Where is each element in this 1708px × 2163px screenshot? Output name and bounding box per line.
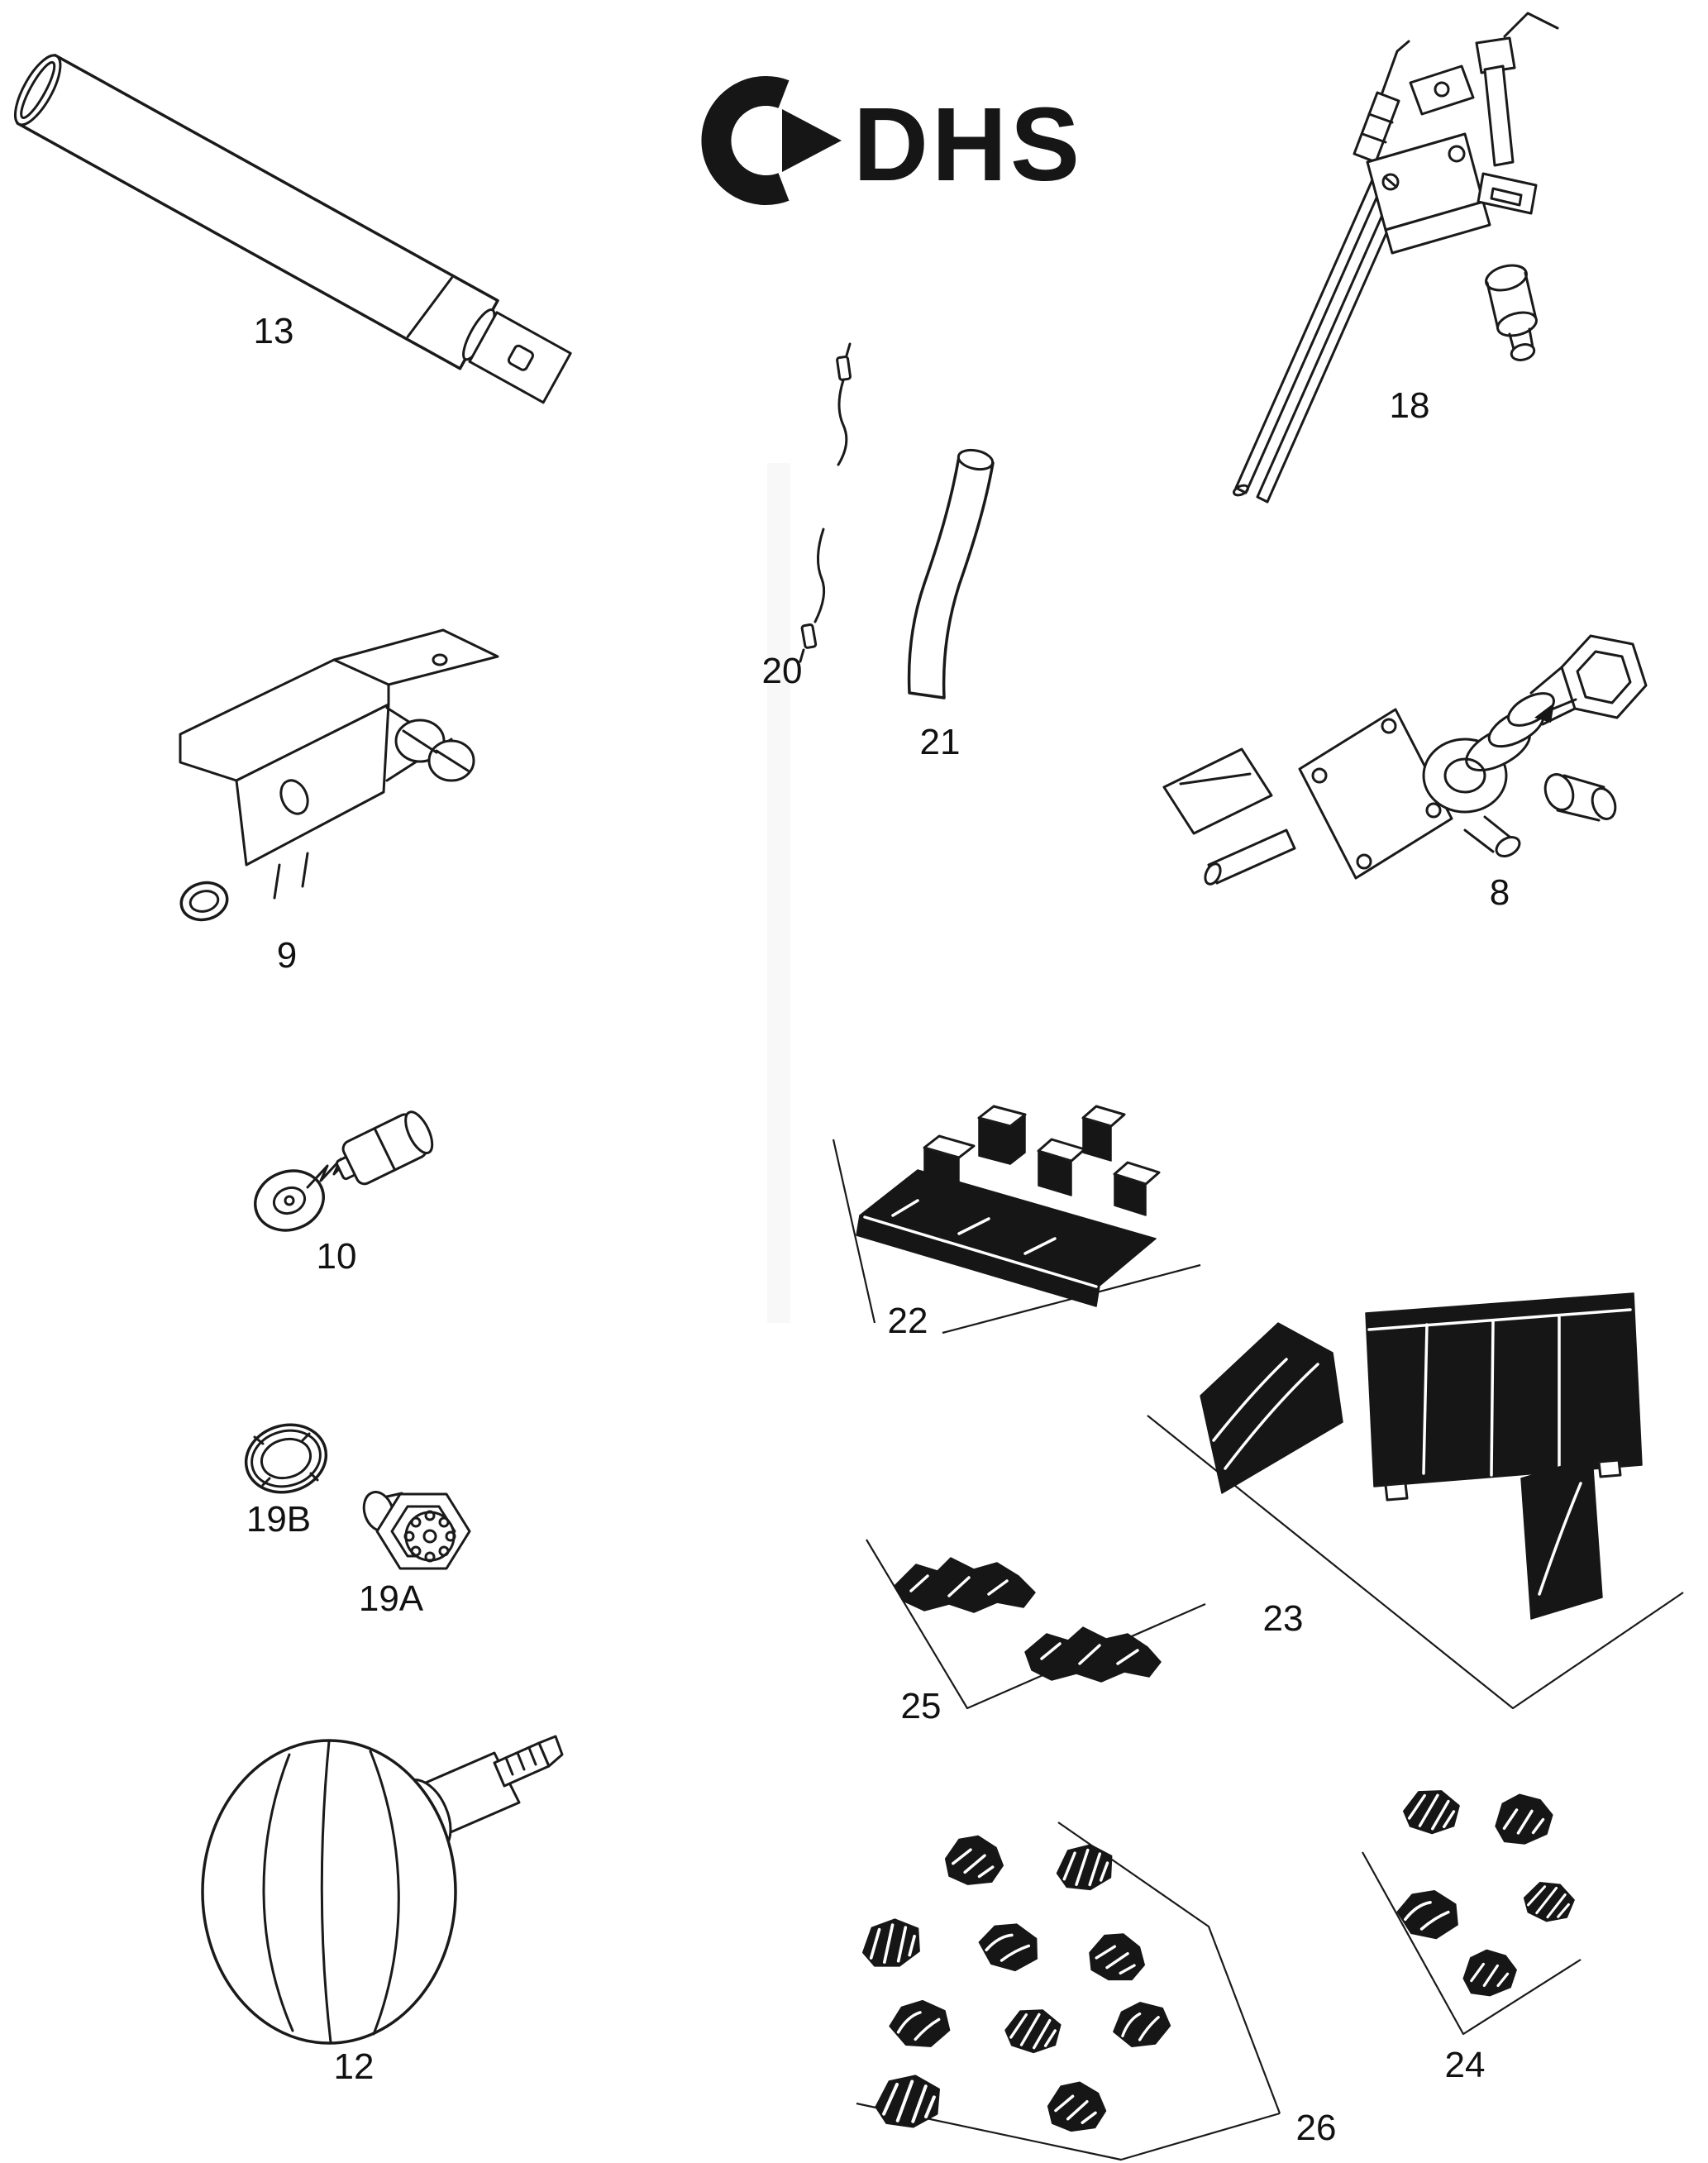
- part-23-firebox-panels: [1147, 1292, 1684, 1710]
- part-8-label: 8: [1490, 872, 1510, 913]
- part-21-label: 21: [920, 722, 961, 762]
- part-26-callout-line: [856, 2102, 1281, 2161]
- flow-arrow-icon: [1534, 703, 1554, 723]
- coal-lump: [1082, 1925, 1153, 1990]
- part-23-callout-line: [1147, 1415, 1684, 1710]
- part-23-label: 23: [1263, 1598, 1304, 1639]
- part-24-label: 24: [1445, 2045, 1486, 2085]
- part-25-coal-strips: [866, 1539, 1206, 1710]
- coal-lump: [1518, 1875, 1579, 1928]
- coal-lump: [1052, 1841, 1117, 1895]
- coal-lump: [886, 1997, 952, 2051]
- part-20-leads: [799, 342, 852, 663]
- coal-lump: [1490, 1788, 1558, 1850]
- dhs-logo: DHS: [701, 76, 1083, 205]
- part-10-label: 10: [317, 1236, 357, 1277]
- part-26-coals: [856, 1822, 1281, 2161]
- coal-lump: [856, 1912, 927, 1975]
- part-13-burner-tube: [14, 54, 572, 404]
- part-8-gas-valve: [1162, 634, 1648, 886]
- coal-lump: [974, 1917, 1043, 1975]
- part-9-bracket-assembly: [179, 628, 499, 922]
- coal-lump: [1459, 1946, 1520, 2000]
- coal-lump: [940, 1829, 1009, 1892]
- part-13-label: 13: [254, 311, 294, 351]
- coal-lump: [874, 2074, 942, 2129]
- logo-text: DHS: [853, 86, 1083, 203]
- part-19b-label: 19B: [246, 1499, 311, 1540]
- part-24-callout-line: [1362, 1851, 1582, 2036]
- part-19a-union-nut: [362, 1491, 471, 1570]
- part-10-injector: [254, 1110, 434, 1232]
- coal-lump: [1106, 1995, 1176, 2055]
- part-12-label: 12: [334, 2046, 375, 2087]
- part-21-tube: [907, 448, 995, 700]
- part-18-label: 18: [1390, 385, 1430, 426]
- part-12-control-knob: [201, 1735, 564, 2045]
- coal-lump: [1394, 1886, 1462, 1942]
- coal-lump: [1400, 1785, 1462, 1838]
- part-19a-label: 19A: [359, 1578, 424, 1619]
- logo-arrowhead-icon: [782, 109, 842, 172]
- part-25-label: 25: [901, 1686, 942, 1726]
- part-22-fuel-bed: [832, 1105, 1201, 1335]
- part-20-label: 20: [762, 651, 803, 691]
- part-19b-washer: [244, 1423, 328, 1494]
- coal-lump: [1001, 2004, 1064, 2057]
- part-9-label: 9: [277, 935, 297, 976]
- logo-arrow-arc: [701, 76, 790, 205]
- scan-artifact: [767, 463, 790, 1323]
- part-26-label: 26: [1296, 2108, 1337, 2148]
- part-22-label: 22: [888, 1301, 928, 1341]
- part-18-pilot-assembly: [1233, 12, 1559, 504]
- coal-lump: [1043, 2076, 1111, 2137]
- part-22-callout-line: [832, 1139, 876, 1324]
- part-9-oring: [179, 881, 229, 922]
- part-24-coals: [1362, 1785, 1582, 2036]
